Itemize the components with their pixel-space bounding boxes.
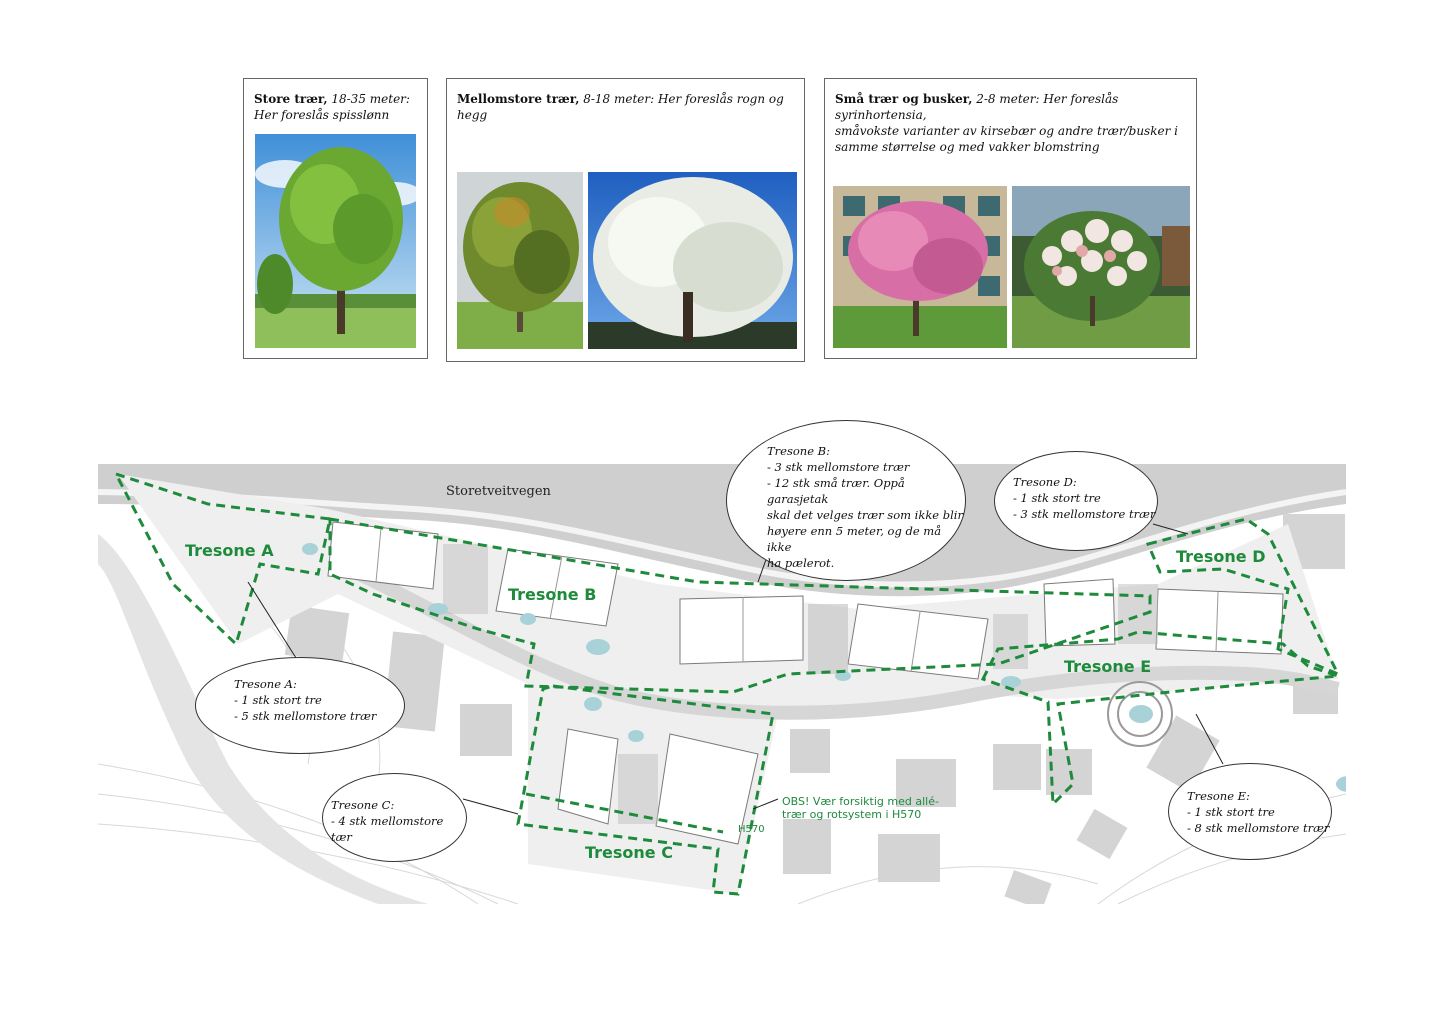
card-large-trees-caption: Store trær, 18-35 meter: Her foreslås sp…: [254, 92, 410, 122]
callout-zone-a: Tresone A: - 1 stk stort tre - 5 stk mel…: [195, 657, 405, 754]
zone-outlines: [112, 471, 1342, 896]
zone-a-label: Tresone A: [185, 541, 274, 560]
zone-c-inner: [525, 792, 724, 834]
roundabout: [1107, 681, 1173, 747]
hegg-photo: [588, 172, 797, 349]
zone-b-label: Tresone B: [508, 585, 596, 604]
water-features: [302, 543, 1360, 792]
h570-tag: H570: [738, 824, 765, 835]
callout-zone-c: Tresone C: - 4 stk mellomstore tær: [322, 773, 467, 862]
site-details: [443, 544, 1158, 824]
callout-zone-b: Tresone B: - 3 stk mellomstore trær - 12…: [726, 420, 966, 581]
card-medium-trees: Mellomstore trær, 8-18 meter: Her foresl…: [446, 78, 805, 362]
obs-note-line1: OBS! Vær forsiktig med allé-: [782, 795, 939, 808]
spisslonn-photo: [255, 134, 416, 348]
zone-d-label: Tresone D: [1176, 547, 1266, 566]
obs-note-line2: trær og rotsystem i H570: [782, 808, 922, 821]
kirsebaer-photo: [833, 186, 1007, 348]
callout-zone-e: Tresone E: - 1 stk stort tre - 8 stk mel…: [1168, 763, 1332, 860]
rogn-photo: [457, 172, 583, 349]
neighbour-buildings: [284, 514, 1345, 910]
project-buildings: [327, 521, 1284, 845]
road-label: Storetveitvegen: [446, 484, 552, 499]
card-small-trees-caption: Små trær og busker, 2-8 meter: Her fores…: [835, 92, 1178, 154]
card-large-trees: Store trær, 18-35 meter: Her foreslås sp…: [243, 78, 428, 359]
zone-e-outline: [980, 630, 1339, 808]
card-small-trees: Små trær og busker, 2-8 meter: Her fores…: [824, 78, 1197, 359]
callout-zone-d: Tresone D: - 1 stk stort tre - 3 stk mel…: [994, 451, 1158, 551]
syrinhortensia-photo: [1012, 186, 1190, 348]
zone-b-outline: [328, 517, 1152, 694]
obs-note: OBS! Vær forsiktig med allé- trær og rot…: [782, 795, 939, 821]
zone-c-label: Tresone C: [585, 843, 673, 862]
zone-a-outline: [112, 471, 332, 647]
zone-c-outline: [516, 684, 775, 896]
zone-e-label: Tresone E: [1064, 657, 1151, 676]
card-medium-trees-caption: Mellomstore trær, 8-18 meter: Her foresl…: [457, 92, 784, 122]
zone-d-outline: [1145, 517, 1342, 677]
